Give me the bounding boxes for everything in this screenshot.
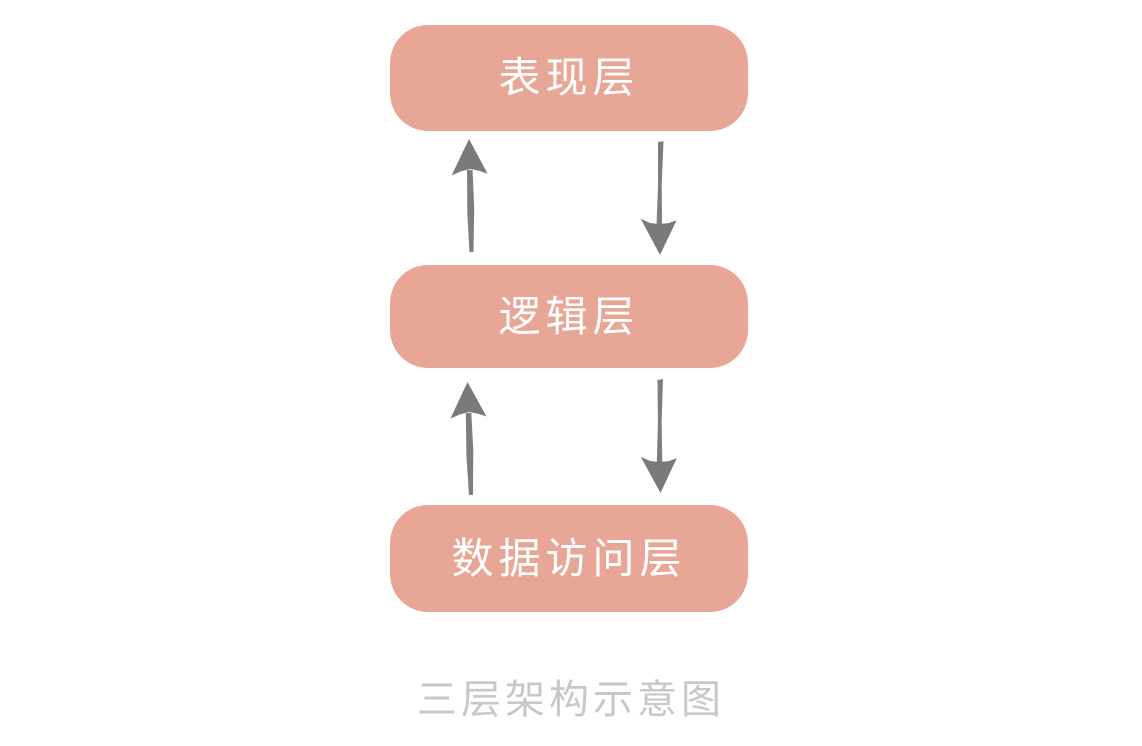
layer-box-logic: 逻辑层 [390, 265, 748, 368]
arrow-up-logic-to-presentation-icon [449, 138, 491, 255]
layer-label-presentation: 表现层 [498, 54, 640, 101]
arrow-down-logic-to-data-icon [638, 378, 679, 494]
layer-label-logic: 逻辑层 [498, 292, 640, 340]
diagram-caption: 三层架构示意图 [417, 678, 725, 722]
layer-box-data-access: 数据访问层 [390, 505, 748, 612]
layer-label-data-access: 数据访问层 [451, 534, 687, 582]
arrow-up-data-to-logic-icon [447, 380, 490, 497]
layer-box-presentation: 表现层 [390, 25, 748, 131]
arrow-down-presentation-to-logic-icon [638, 140, 680, 257]
